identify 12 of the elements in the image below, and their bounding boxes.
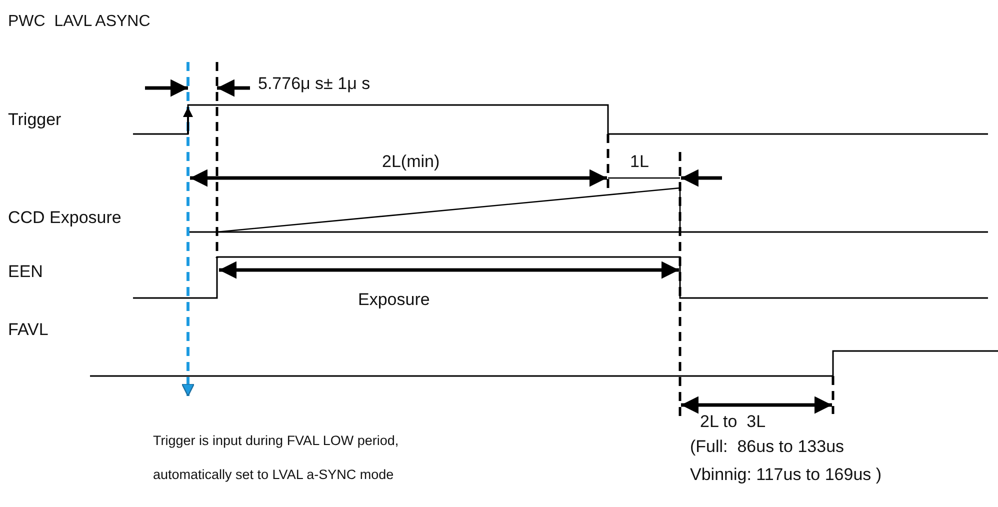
timing-label: 2L(min) [382,152,440,172]
note-text: Trigger is input during FVAL LOW period, automatically set to LVAL a-SYNC mode [153,432,400,484]
signal-name: FAVL [8,320,48,340]
timing-label: 1L [630,152,649,172]
signal-name: EEN [8,262,43,282]
timing-note: (Full: 86us to 133us Vbinnig: 117us to 169us ) [690,436,883,486]
timing-label: 5.776μ s± 1μ s [258,74,370,94]
timing-label: Exposure [358,290,430,310]
signal-name: CCD Exposure [8,208,122,228]
timing-label: 2L to 3L [700,412,766,432]
diagram-title: PWC LAVL ASYNC [8,12,150,32]
signal-name: Trigger [8,110,62,130]
